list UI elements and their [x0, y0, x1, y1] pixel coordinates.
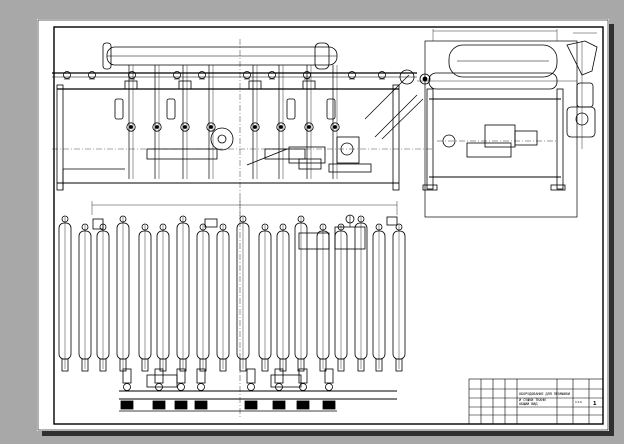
roller-icon	[304, 122, 314, 132]
roller-icon	[152, 122, 162, 132]
roller-icon	[250, 122, 260, 132]
drying-drum	[448, 44, 558, 78]
title-scale: 1:10	[575, 400, 582, 404]
drawing-sheet: ОБОРУДОВАНИЕ ДЛЯ ПРОМЫВКИ И СУШКИ ТКАНИ …	[37, 19, 609, 431]
title-line-2: И СУШКИ ТКАНИ	[519, 398, 546, 402]
drawing-frame	[53, 26, 604, 425]
technical-drawing: ОБОРУДОВАНИЕ ДЛЯ ПРОМЫВКИ И СУШКИ ТКАНИ …	[37, 19, 609, 431]
motor-icon	[123, 383, 131, 391]
motor-icon	[247, 383, 255, 391]
roller-icon	[180, 122, 190, 132]
rail-roller	[88, 71, 96, 79]
gearbox-icon	[334, 226, 366, 250]
title-line-3: ОБЩИЙ ВИД	[519, 401, 537, 406]
title-line-1: ОБОРУДОВАНИЕ ДЛЯ ПРОМЫВКИ	[519, 392, 570, 396]
rail-roller	[173, 71, 181, 79]
motor-icon	[325, 383, 333, 391]
motor-icon	[177, 383, 185, 391]
rail-roller	[378, 71, 386, 79]
rail-roller	[198, 71, 206, 79]
roller-icon	[330, 122, 340, 132]
rail-roller	[348, 71, 356, 79]
motor-icon	[484, 124, 516, 148]
side-view-box	[424, 40, 578, 218]
front-view	[52, 39, 432, 219]
motor-icon	[197, 383, 205, 391]
plan-view	[58, 199, 406, 419]
rail-roller	[268, 71, 276, 79]
title-block	[468, 378, 604, 425]
title-sheet-number: 1	[593, 401, 597, 407]
roller-icon	[126, 122, 136, 132]
side-view	[417, 29, 598, 218]
sheet-outline	[37, 19, 609, 431]
rail-roller	[128, 71, 136, 79]
rail-roller	[243, 71, 251, 79]
roller-icon	[276, 122, 286, 132]
rail-roller	[63, 71, 71, 79]
roller-icon	[206, 122, 216, 132]
